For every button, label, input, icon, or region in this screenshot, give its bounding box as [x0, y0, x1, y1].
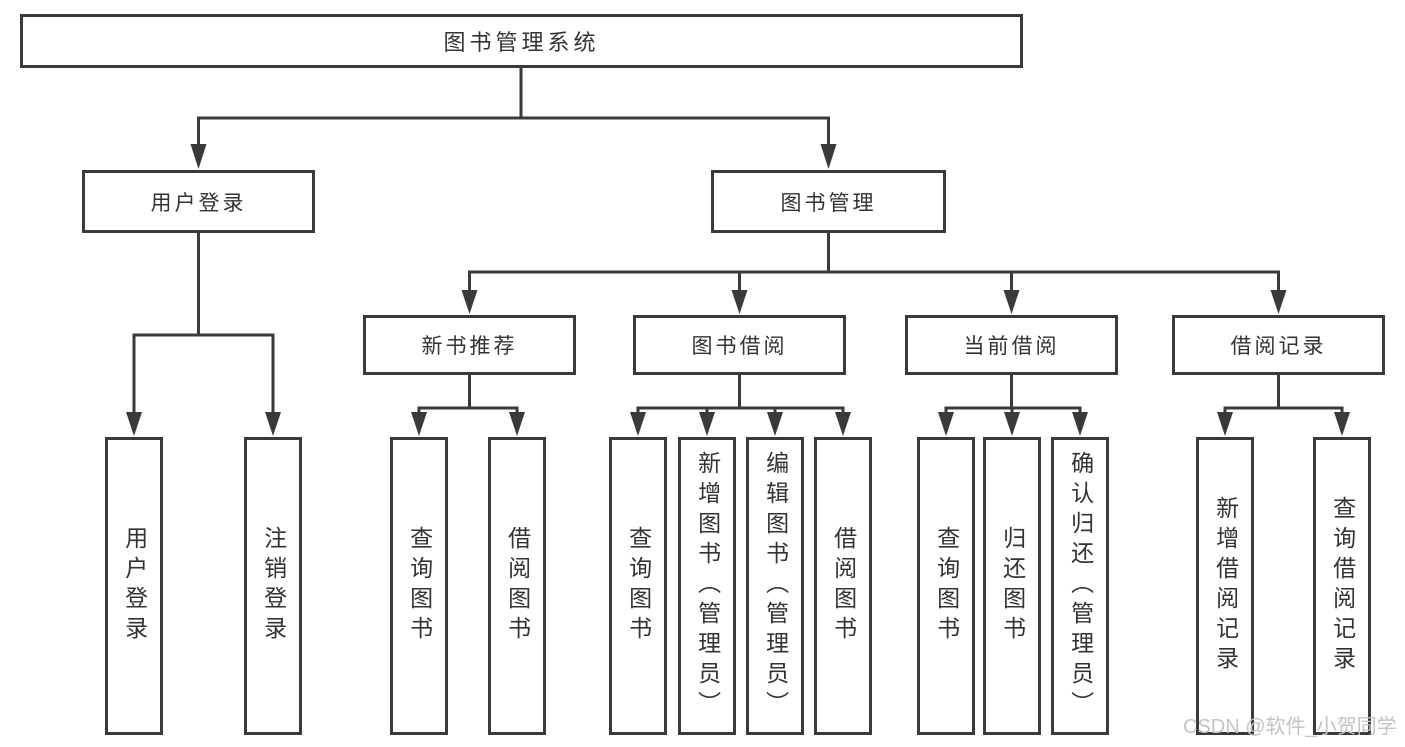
node-label: 查询图书 [933, 526, 960, 646]
node-label: 确认归还（管理员） [1067, 451, 1094, 721]
arrowhead-icon [461, 290, 478, 314]
arrowhead-icon [1334, 412, 1350, 436]
connector-root-to-level2 [190, 68, 837, 169]
node-label: 注销登录 [260, 526, 287, 646]
arrowhead-icon [835, 412, 851, 436]
node-book-borrowing: 图书借阅 [633, 315, 846, 375]
node-label: 查询借阅记录 [1329, 496, 1356, 676]
connector-user-login-to-leaves [126, 233, 281, 436]
node-borrowing-records: 借阅记录 [1172, 315, 1385, 375]
arrowhead-icon [699, 412, 715, 436]
leaf-newrec-query-books: 查询图书 [390, 437, 448, 735]
node-label: 用户登录 [150, 191, 247, 215]
arrowhead-icon [1072, 412, 1088, 436]
node-book-management: 图书管理 [711, 170, 946, 233]
leaf-borrowing-edit-books-admin: 编辑图书（管理员） [746, 437, 804, 735]
node-label: 查询图书 [406, 526, 433, 646]
connector-book-borrowing-to-leaves [630, 375, 851, 436]
node-label: 图书管理系统 [443, 30, 600, 55]
node-label: 当前借阅 [963, 335, 1060, 358]
node-label: 借阅记录 [1230, 335, 1327, 358]
node-root: 图书管理系统 [20, 14, 1023, 68]
leaf-borrowing-query-books: 查询图书 [609, 437, 667, 735]
arrowhead-icon [1003, 290, 1020, 314]
connector-new-book-recommend-to-leaves [411, 375, 525, 436]
csdn-watermark: CSDN @软件_小贺同学 [1183, 716, 1397, 738]
leaf-records-add-record: 新增借阅记录 [1196, 437, 1254, 735]
arrowhead-icon [820, 144, 837, 169]
leaf-records-query-record: 查询借阅记录 [1313, 437, 1371, 735]
node-new-book-recommend: 新书推荐 [363, 315, 576, 375]
arrowhead-icon [126, 412, 142, 436]
arrowhead-icon [1217, 412, 1233, 436]
node-user-login: 用户登录 [82, 170, 315, 233]
node-label: 图书借阅 [691, 335, 788, 358]
leaf-current-query-books: 查询图书 [917, 437, 975, 735]
arrowhead-icon [1270, 290, 1287, 314]
node-label: 用户登录 [121, 526, 148, 646]
arrowhead-icon [938, 412, 954, 436]
leaf-current-confirm-return-admin: 确认归还（管理员） [1051, 437, 1109, 735]
leaf-user-login: 用户登录 [105, 437, 163, 735]
node-label: 新增图书（管理员） [694, 451, 721, 721]
node-label: 借阅图书 [504, 526, 531, 646]
node-current-borrowing: 当前借阅 [905, 315, 1118, 375]
leaf-borrowing-borrow-books: 借阅图书 [814, 437, 872, 735]
leaf-current-return-books: 归还图书 [983, 437, 1041, 735]
arrowhead-icon [630, 412, 646, 436]
connector-current-borrowing-to-leaves [938, 375, 1088, 436]
node-label: 图书管理 [780, 191, 877, 215]
node-label: 新书推荐 [421, 335, 518, 358]
arrowhead-icon [265, 412, 281, 436]
node-label: 新增借阅记录 [1212, 496, 1239, 676]
node-label: 编辑图书（管理员） [762, 451, 789, 721]
node-label: 归还图书 [999, 526, 1026, 646]
arrowhead-icon [190, 144, 207, 169]
arrowhead-icon [411, 412, 427, 436]
leaf-borrowing-add-books-admin: 新增图书（管理员） [678, 437, 736, 735]
node-label: 借阅图书 [830, 526, 857, 646]
leaf-logout: 注销登录 [244, 437, 302, 735]
leaf-newrec-borrow-books: 借阅图书 [488, 437, 546, 735]
arrowhead-icon [731, 290, 748, 314]
node-label: 查询图书 [625, 526, 652, 646]
arrowhead-icon [767, 412, 783, 436]
connector-borrowing-records-to-leaves [1217, 375, 1350, 436]
arrowhead-icon [1004, 412, 1020, 436]
connector-book-management-to-level3 [461, 233, 1287, 314]
arrowhead-icon [509, 412, 525, 436]
